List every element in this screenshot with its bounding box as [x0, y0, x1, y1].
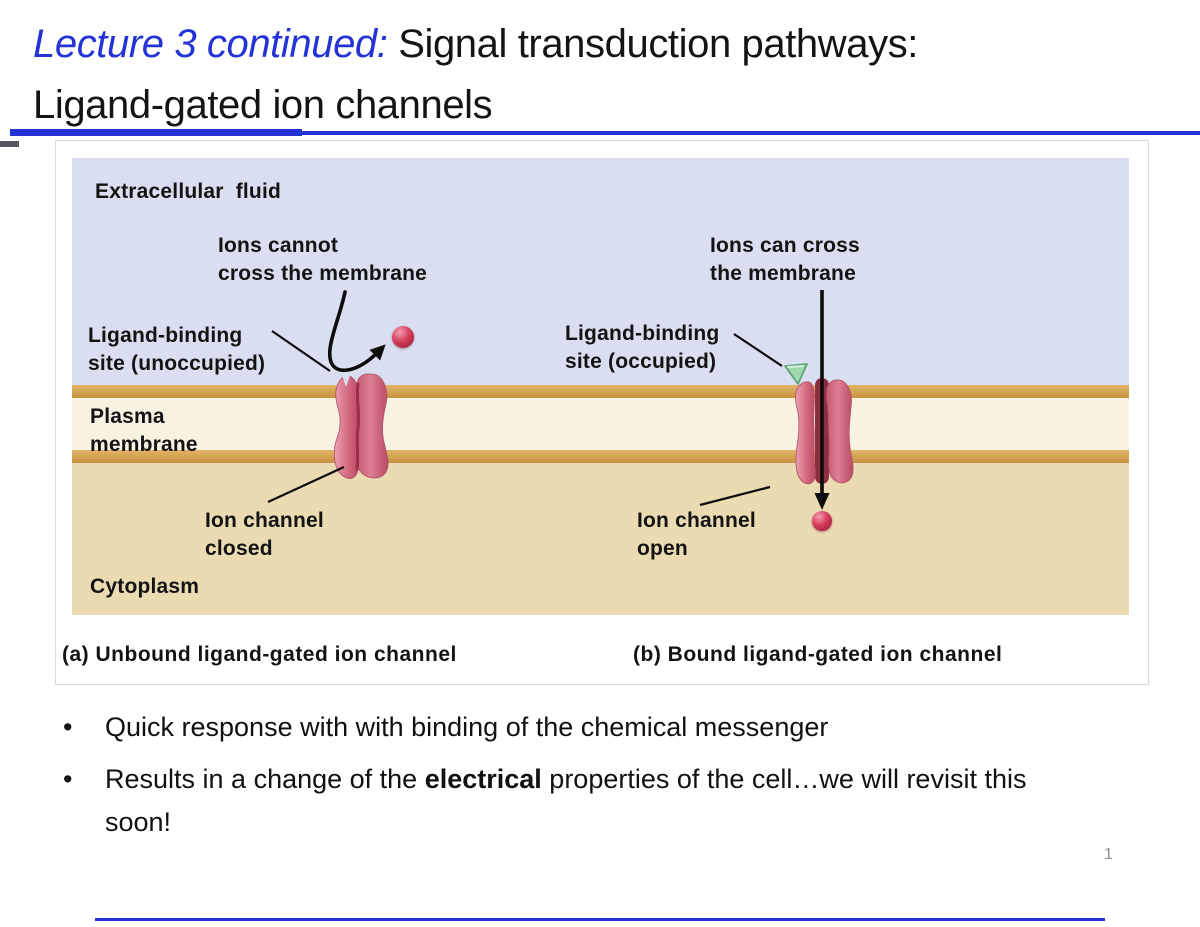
plasma-membrane-region	[72, 398, 1129, 450]
bold-electrical: electrical	[424, 764, 542, 794]
ion-channel-b-pointer-line	[699, 485, 771, 507]
ion-sphere-a	[392, 326, 414, 348]
cytoplasm-region	[72, 463, 1129, 615]
ion-channel-figure: Extracellular fluid Ions cannot cross th…	[55, 140, 1149, 685]
bounce-arrow-icon	[327, 290, 386, 373]
title-underline-dash	[0, 141, 19, 147]
ions-cannot-cross-label: Ions cannot cross the membrane	[218, 234, 428, 285]
bottom-rule	[95, 918, 1105, 921]
title-underline	[10, 131, 1200, 135]
membrane-diagram: Extracellular fluid Ions cannot cross th…	[72, 158, 1129, 615]
page-number: 1	[1104, 846, 1113, 863]
bullet-quick-response: Quick response with with binding of the …	[58, 706, 1048, 749]
cytoplasm-label: Cytoplasm	[90, 575, 200, 598]
title-lecture-label: Lecture 3 continued:	[33, 22, 388, 66]
ion-sphere-b	[812, 511, 832, 531]
arrows-overlay	[267, 290, 830, 510]
ligand-binding-occupied-label: Ligand-binding site (occupied)	[565, 322, 720, 373]
ion-channel-open-label: Ion channel open	[637, 509, 756, 560]
ligand-site-b-pointer-line	[733, 333, 783, 367]
bullet-electrical-properties: Results in a change of the electrical pr…	[58, 758, 1048, 844]
caption-panel-b: (b) Bound ligand-gated ion channel	[633, 643, 1003, 666]
ion-channel-a-pointer-line	[267, 466, 345, 503]
title-line2: Ligand-gated ion channels	[33, 83, 493, 127]
title-subject: Signal transduction pathways:	[387, 22, 919, 66]
extracellular-fluid-label: Extracellular fluid	[95, 180, 282, 203]
closed-ion-channel-icon	[333, 372, 389, 479]
ion-channel-closed-label: Ion channel closed	[205, 509, 324, 560]
slide-title: Lecture 3 continued: Signal transduction…	[33, 14, 918, 136]
ions-can-cross-label: Ions can cross the membrane	[710, 234, 860, 285]
ligand-icon	[784, 363, 808, 385]
bullet-list: Quick response with with binding of the …	[58, 706, 1048, 844]
ligand-site-a-pointer-line	[271, 330, 331, 372]
ligand-binding-unoccupied-label: Ligand-binding site (unoccupied)	[88, 324, 266, 375]
extracellular-fluid-region	[72, 158, 1129, 385]
caption-panel-a: (a) Unbound ligand-gated ion channel	[62, 643, 457, 666]
down-arrow-icon	[814, 290, 830, 510]
plasma-membrane-label: Plasma membrane	[90, 405, 198, 456]
